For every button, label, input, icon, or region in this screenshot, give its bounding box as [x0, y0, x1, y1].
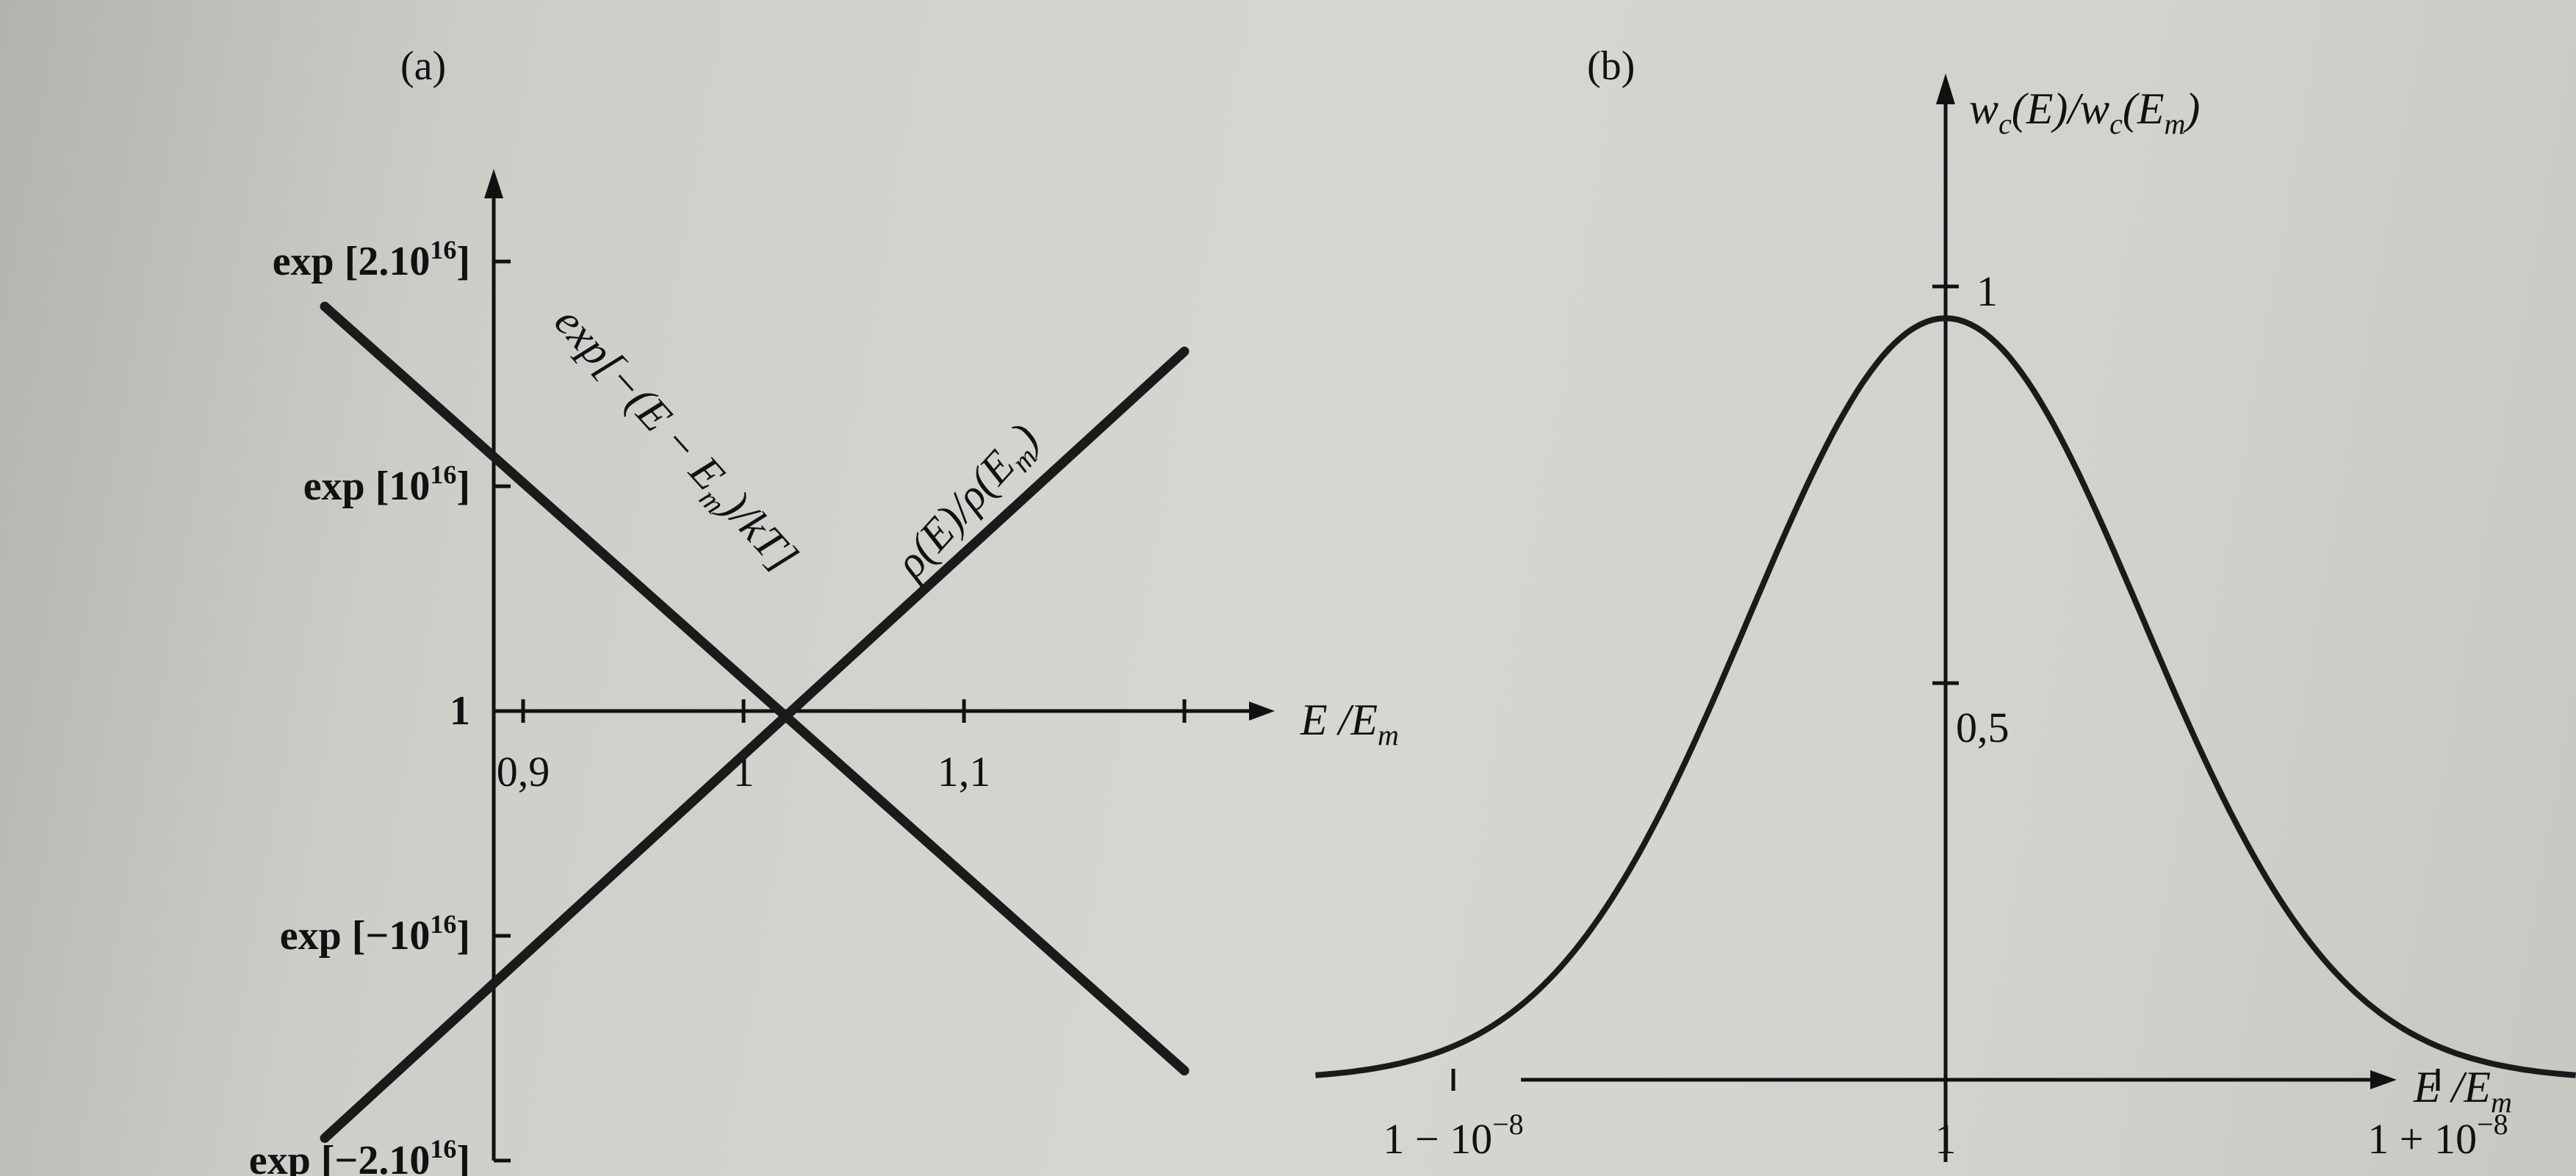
panel-b-y-tick-label: 0,5 [1956, 704, 2010, 751]
panel-a-y-tick-label: exp [−1016] [280, 909, 470, 959]
panel-a-y-tick-label: 1 [450, 688, 470, 734]
panel-b-x-tick-label: 1 − 10−8 [1383, 1108, 1523, 1163]
panel-a-curve-rho-ratio [320, 346, 1190, 1143]
panel-a-y-tick-label: exp [−2.1016] [249, 1134, 470, 1176]
panel-a-x-tick-label: 0,9 [497, 748, 550, 796]
panel-a-x-axis-label: E /Em [1300, 696, 1399, 751]
panel-b-label: (b) [1587, 43, 1635, 89]
panel-a-x-tick-label: 1,1 [938, 748, 991, 796]
panel-a-y-ticks: exp [2.1016] exp [1016] 1 exp [−1016] exp [−… [249, 235, 511, 1176]
panel-b-y-arrow-icon [1936, 73, 1955, 104]
panel-b-y-tick-label: 1 [1976, 267, 1998, 315]
panel-a-label: (a) [400, 43, 446, 89]
panel-b-x-tick-label: 1 + 10−8 [2367, 1108, 2508, 1163]
panel-b-x-tick-label: 1 [1935, 1115, 1957, 1163]
panel-b-y-ticks: 10,5 [1932, 267, 2010, 751]
panel-a-x-arrow-icon [1249, 701, 1275, 721]
panel-b-gaussian-curve [1315, 315, 2576, 1078]
panel-a-curve-boltzmann [320, 301, 1190, 1076]
panel-a-rising-curve-label: ρ(E)/ρ(Em) [885, 414, 1053, 593]
panel-a-y-tick-label: exp [2.1016] [273, 235, 470, 284]
panel-b-x-axis-label: E /Em [2413, 1063, 2512, 1119]
panel-b-y-axis-label: wc(E)/wc(Em) [1969, 84, 2200, 140]
panel-a-y-tick-label: exp [1016] [303, 460, 470, 509]
panel-b-x-arrow-icon [2370, 1070, 2397, 1089]
panel-a-falling-curve-label: exp[−(E − Em)/kT] [540, 297, 807, 586]
panel-b-x-ticks: 1 − 10−8 1 1 + 10−8 [1383, 1069, 2508, 1163]
panel-a-y-arrow-icon [484, 169, 503, 198]
